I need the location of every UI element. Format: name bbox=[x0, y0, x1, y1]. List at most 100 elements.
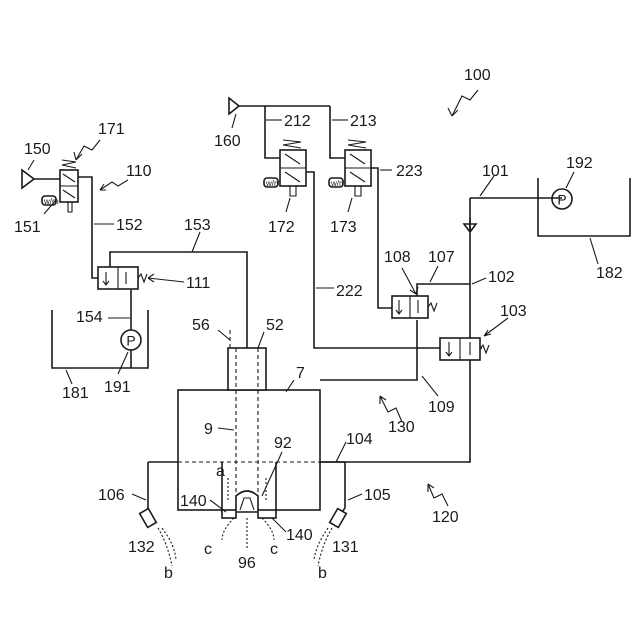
label-a: a bbox=[216, 463, 225, 480]
arrow-111 bbox=[148, 274, 184, 282]
label-132: 132 bbox=[128, 539, 155, 556]
label-108: 108 bbox=[384, 249, 411, 266]
leader-160 bbox=[232, 114, 236, 128]
label-111: 111 bbox=[186, 275, 210, 292]
valve-103 bbox=[440, 338, 489, 360]
label-103: 103 bbox=[500, 303, 527, 320]
label-7: 7 bbox=[296, 365, 305, 382]
pipe-223 bbox=[371, 168, 392, 308]
label-56: 56 bbox=[192, 317, 210, 334]
leader-105 bbox=[348, 494, 362, 500]
label-222: 222 bbox=[336, 283, 363, 300]
leader-191 bbox=[118, 352, 128, 374]
label-181: 181 bbox=[62, 385, 89, 402]
arrow-103 bbox=[484, 318, 508, 336]
pipe-107 bbox=[417, 284, 470, 296]
label-150: 150 bbox=[24, 141, 51, 158]
block-52 bbox=[228, 348, 266, 390]
spray-c-left bbox=[222, 518, 234, 540]
leader-107 bbox=[430, 266, 438, 282]
label-140-right: 140 bbox=[286, 527, 313, 544]
label-212: 212 bbox=[284, 113, 311, 130]
label-c-right: c bbox=[270, 541, 278, 558]
label-b-right: b bbox=[318, 565, 327, 582]
nozzle-132 bbox=[140, 508, 176, 566]
leader-106 bbox=[132, 494, 146, 500]
leader-109 bbox=[422, 376, 438, 396]
pipe-212 bbox=[265, 106, 280, 158]
valve-111 bbox=[98, 267, 147, 289]
label-104: 104 bbox=[346, 431, 373, 448]
nozzle-131 bbox=[314, 508, 346, 566]
exhaust-icon-150 bbox=[22, 170, 34, 188]
label-105: 105 bbox=[364, 487, 391, 504]
label-191: 191 bbox=[104, 379, 131, 396]
label-152: 152 bbox=[116, 217, 143, 234]
label-96: 96 bbox=[238, 555, 256, 572]
leader-192 bbox=[566, 172, 574, 188]
label-110: 110 bbox=[126, 163, 152, 180]
label-173: 173 bbox=[330, 219, 357, 236]
pipe-105 bbox=[320, 462, 345, 508]
spray-c-right bbox=[262, 518, 274, 540]
actuator-151: w/m bbox=[43, 197, 59, 206]
leader-171 bbox=[74, 140, 100, 160]
label-192: 192 bbox=[566, 155, 593, 172]
label-140-left: 140 bbox=[180, 493, 207, 510]
leader-52 bbox=[258, 332, 264, 348]
label-171: 171 bbox=[98, 121, 125, 138]
label-106: 106 bbox=[98, 487, 125, 504]
label-160: 160 bbox=[214, 133, 241, 150]
label-109: 109 bbox=[428, 399, 455, 416]
label-107: 107 bbox=[428, 249, 455, 266]
pump-192: P bbox=[552, 189, 572, 209]
pipe-152b bbox=[78, 177, 98, 278]
pipe-213 bbox=[330, 106, 345, 158]
actuator-172: w/m bbox=[265, 179, 281, 188]
leader-181 bbox=[66, 370, 72, 384]
label-153: 153 bbox=[184, 217, 211, 234]
label-c-left: c bbox=[204, 541, 212, 558]
label-101: 101 bbox=[482, 163, 509, 180]
leader-153 bbox=[192, 232, 200, 252]
leader-173 bbox=[348, 198, 352, 212]
exhaust-icon-160 bbox=[229, 98, 239, 114]
nozzle-block bbox=[222, 462, 276, 512]
leader-102 bbox=[472, 278, 486, 284]
label-182: 182 bbox=[596, 265, 623, 282]
leader-56 bbox=[218, 330, 230, 340]
tank-182 bbox=[538, 178, 630, 236]
label-52: 52 bbox=[266, 317, 284, 334]
svg-text:P: P bbox=[126, 333, 135, 349]
leader-100 bbox=[448, 90, 478, 116]
leader-120 bbox=[428, 484, 448, 506]
leader-140r bbox=[272, 518, 286, 532]
label-223: 223 bbox=[396, 163, 423, 180]
leader-110 bbox=[100, 180, 128, 190]
pump-191: P bbox=[121, 330, 141, 350]
label-b-left: b bbox=[164, 565, 173, 582]
pipe-222 bbox=[306, 172, 440, 348]
label-131: 131 bbox=[332, 539, 359, 556]
label-92: 92 bbox=[274, 435, 292, 452]
label-120: 120 bbox=[432, 509, 459, 526]
svg-text:P: P bbox=[557, 192, 566, 208]
leader-150 bbox=[28, 160, 34, 170]
leader-104 bbox=[336, 442, 346, 462]
label-151: 151 bbox=[14, 219, 41, 236]
label-213: 213 bbox=[350, 113, 377, 130]
label-172: 172 bbox=[268, 219, 295, 236]
leader-172 bbox=[286, 198, 290, 212]
arrow-108 bbox=[402, 268, 418, 294]
pipe-109 bbox=[320, 320, 417, 380]
label-102: 102 bbox=[488, 269, 515, 286]
label-154: 154 bbox=[76, 309, 103, 326]
block-140-right bbox=[258, 510, 276, 518]
label-9: 9 bbox=[204, 421, 213, 438]
leader-182 bbox=[590, 238, 598, 264]
label-100: 100 bbox=[464, 67, 491, 84]
valve-108 bbox=[392, 296, 437, 318]
label-130: 130 bbox=[388, 419, 415, 436]
actuator-173: w/m bbox=[330, 179, 346, 188]
